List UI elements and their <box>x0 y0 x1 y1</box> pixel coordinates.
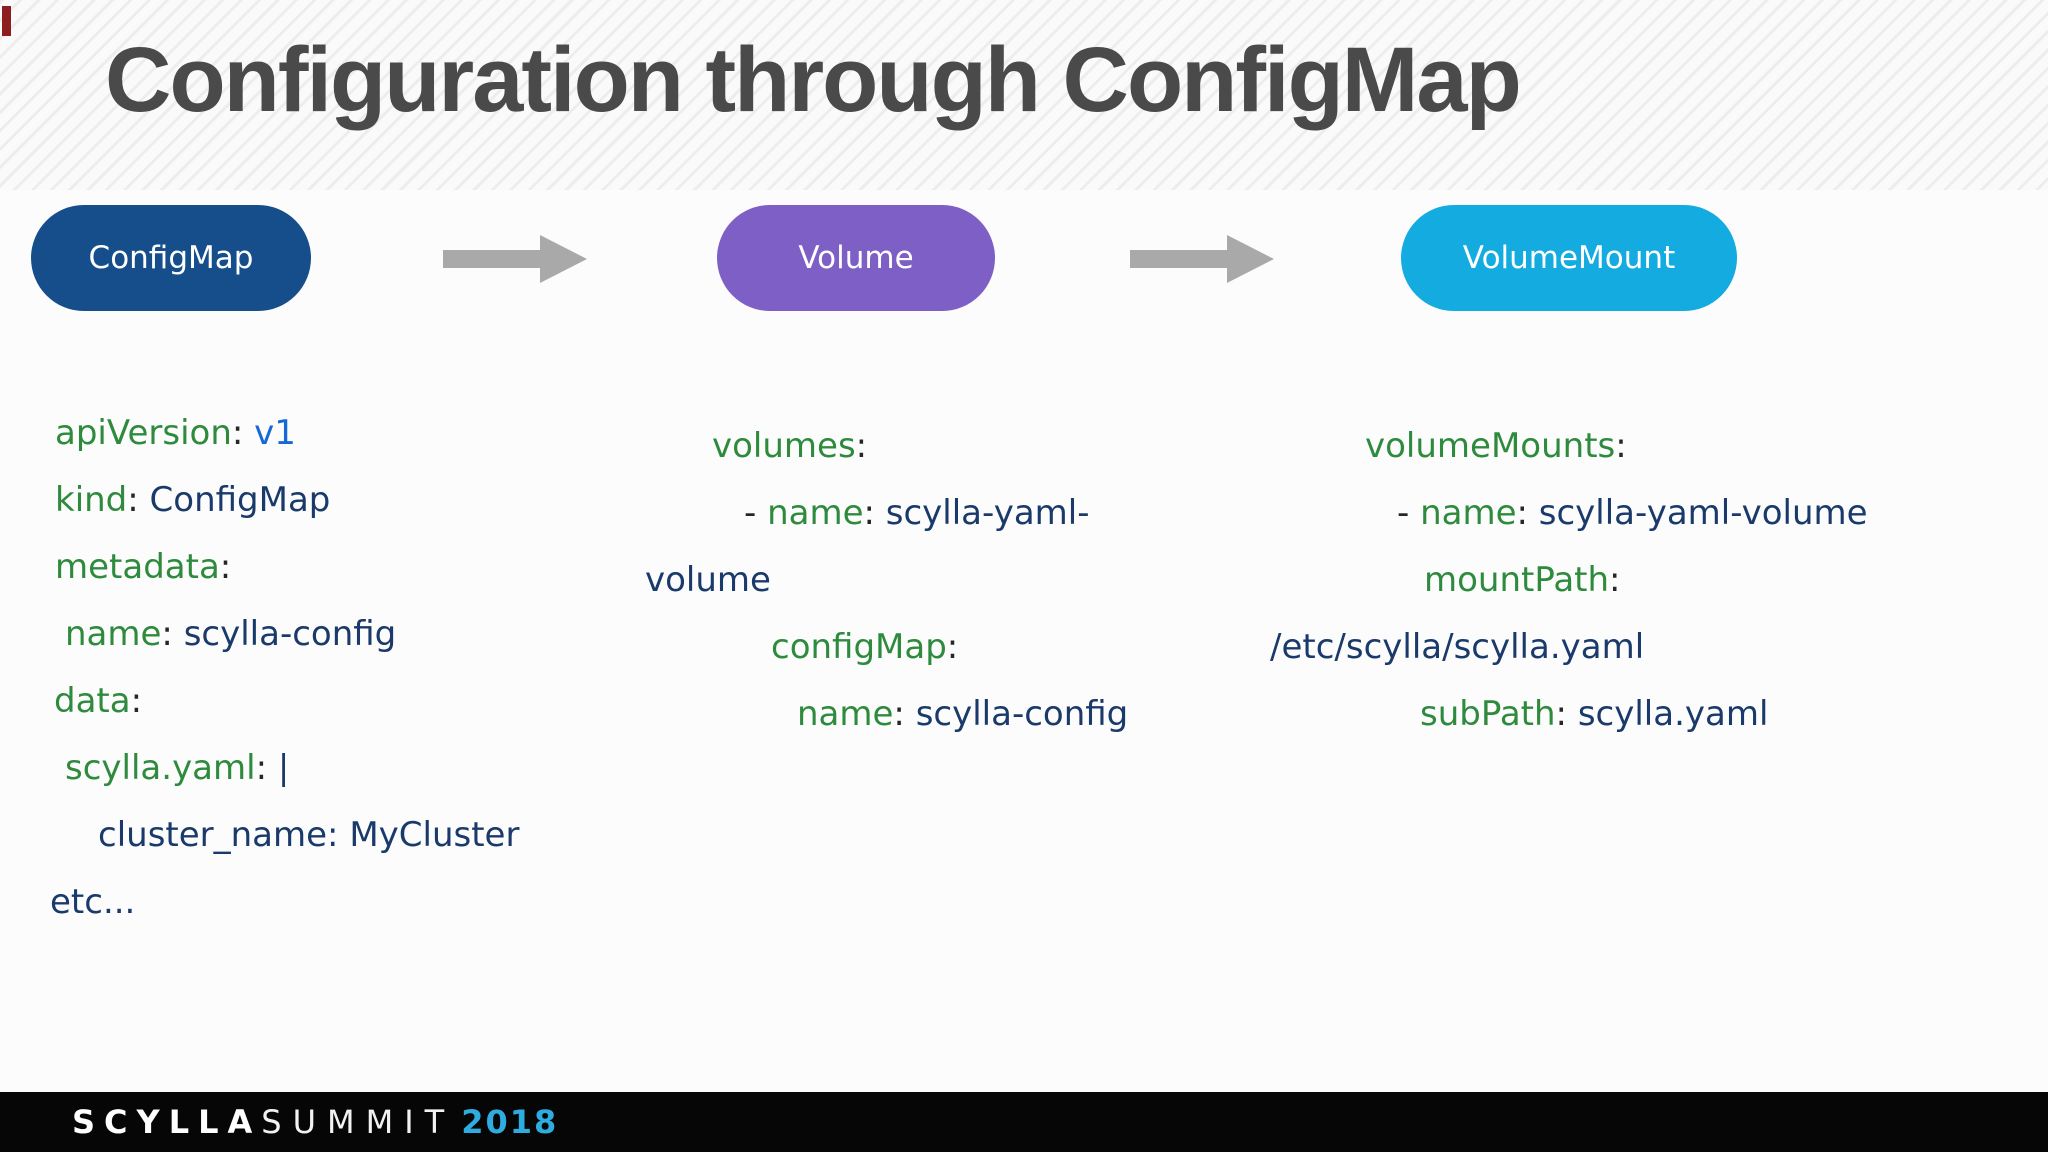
code-token: scylla-yaml-volume <box>1538 493 1868 533</box>
code-token: - <box>1397 493 1421 533</box>
code-line: name: scylla-config <box>50 601 670 668</box>
code-token: : <box>231 413 255 453</box>
code-token: data <box>54 681 131 721</box>
code-token: scylla-config <box>183 614 397 654</box>
code-token: configMap <box>771 627 947 667</box>
code-line: cluster_name: MyCluster <box>50 802 670 869</box>
pill-volumemount: VolumeMount <box>1401 205 1737 311</box>
code-line: apiVersion: v1 <box>50 400 670 467</box>
code-token: : <box>161 614 184 654</box>
code-line: subPath: scylla.yaml <box>1270 681 1890 748</box>
code-token: : <box>255 748 278 788</box>
header-band <box>0 0 2048 190</box>
code-token: : <box>855 426 868 466</box>
code-token: apiVersion <box>55 413 232 453</box>
code-line: kind: ConfigMap <box>50 467 670 534</box>
code-token: volumes <box>712 426 856 466</box>
code-token: : <box>1516 493 1539 533</box>
brand-secondary: SUMMIT <box>261 1103 456 1141</box>
pill-configmap: ConfigMap <box>31 205 311 311</box>
code-token: | <box>277 748 290 788</box>
code-token: /etc/scylla/scylla.yaml <box>1270 627 1645 667</box>
pill-volume-label: Volume <box>798 240 914 276</box>
code-token: scylla-config <box>915 694 1129 734</box>
pill-volumemount-label: VolumeMount <box>1462 240 1676 276</box>
code-token: mountPath <box>1424 560 1610 600</box>
code-line: data: <box>50 668 670 735</box>
code-line: scylla.yaml: | <box>50 735 670 802</box>
pill-configmap-label: ConfigMap <box>88 240 254 276</box>
corner-mark <box>2 6 11 36</box>
code-token: : <box>1615 426 1627 466</box>
code-line: volumeMounts: <box>1270 413 1890 480</box>
code-line: /etc/scylla/scylla.yaml <box>1270 614 1890 681</box>
arrow-right-icon <box>1130 235 1274 283</box>
code-line: - name: scylla-yaml-volume <box>1270 480 1890 547</box>
arrow-right-icon <box>443 235 587 283</box>
code-line: - name: scylla-yaml- <box>645 480 1265 547</box>
code-token: cluster_name: MyCluster <box>98 815 520 855</box>
code-token: name <box>1420 493 1517 533</box>
code-token: kind <box>55 480 128 520</box>
code-token: scylla.yaml <box>65 748 256 788</box>
code-token: subPath <box>1420 694 1556 734</box>
footer-bar: SCYLLA SUMMIT 2018 <box>0 1092 2048 1152</box>
code-token: name <box>65 614 162 654</box>
code-token: scylla.yaml <box>1577 694 1769 734</box>
code-line: configMap: <box>645 614 1265 681</box>
code-token: : <box>893 694 916 734</box>
code-token: ConfigMap <box>149 480 331 520</box>
brand-year: 2018 <box>461 1103 559 1141</box>
code-token: : <box>130 681 143 721</box>
code-token: volume <box>645 560 771 600</box>
code-line: volumes: <box>645 413 1265 480</box>
code-token: : <box>946 627 959 667</box>
code-token: : <box>219 547 232 587</box>
brand-primary: SCYLLA <box>72 1103 262 1141</box>
code-line: name: scylla-config <box>645 681 1265 748</box>
page-title: Configuration through ConfigMap <box>105 29 1522 131</box>
code-line: mountPath: <box>1270 547 1890 614</box>
code-token: v1 <box>254 413 296 453</box>
code-token: scylla-yaml- <box>885 493 1090 533</box>
code-token: : <box>1609 560 1621 600</box>
code-token: volumeMounts <box>1365 426 1616 466</box>
code-line: metadata: <box>50 534 670 601</box>
code-token: - <box>744 493 768 533</box>
code-token: metadata <box>55 547 220 587</box>
code-token: name <box>767 493 864 533</box>
scylla-summit-logo: SCYLLA SUMMIT 2018 <box>72 1103 558 1141</box>
code-token: etc... <box>50 882 136 922</box>
code-token: name <box>797 694 894 734</box>
code-token: : <box>127 480 150 520</box>
pill-volume: Volume <box>717 205 995 311</box>
code-line: etc... <box>50 869 670 936</box>
code-token: : <box>863 493 886 533</box>
code-token: : <box>1555 694 1578 734</box>
code-line: volume <box>645 547 1265 614</box>
